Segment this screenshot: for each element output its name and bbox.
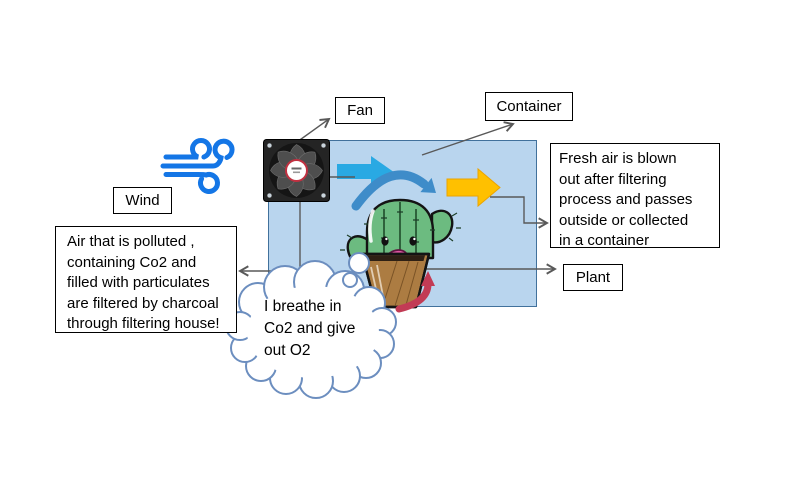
fan-label-box: Fan [335,97,385,124]
fan-label: Fan [347,102,373,119]
polluted-air-textbox: Air that is polluted ,containing Co2 and… [55,226,237,333]
wind-label: Wind [125,192,160,209]
plant-label-box: Plant [563,264,623,291]
wind-icon [160,138,235,194]
connector-container-label [421,121,515,156]
thought-trail-bubble [348,252,370,274]
container-label-box: Container [485,92,573,121]
connector-fresh-box [490,196,549,229]
fan-image [263,139,330,202]
wind-label-box: Wind [113,187,172,214]
connector-fan-label [296,117,331,143]
plant-label: Plant [575,269,611,286]
blue-curved-arrow-icon [351,170,436,211]
thought-cloud-icon [225,252,397,399]
red-curved-arrow-icon [395,271,435,313]
cactus-illustration [340,198,461,309]
container-label: Container [496,98,562,115]
thought-trail-bubble [342,272,358,288]
yellow-right-arrow-icon [446,167,501,208]
